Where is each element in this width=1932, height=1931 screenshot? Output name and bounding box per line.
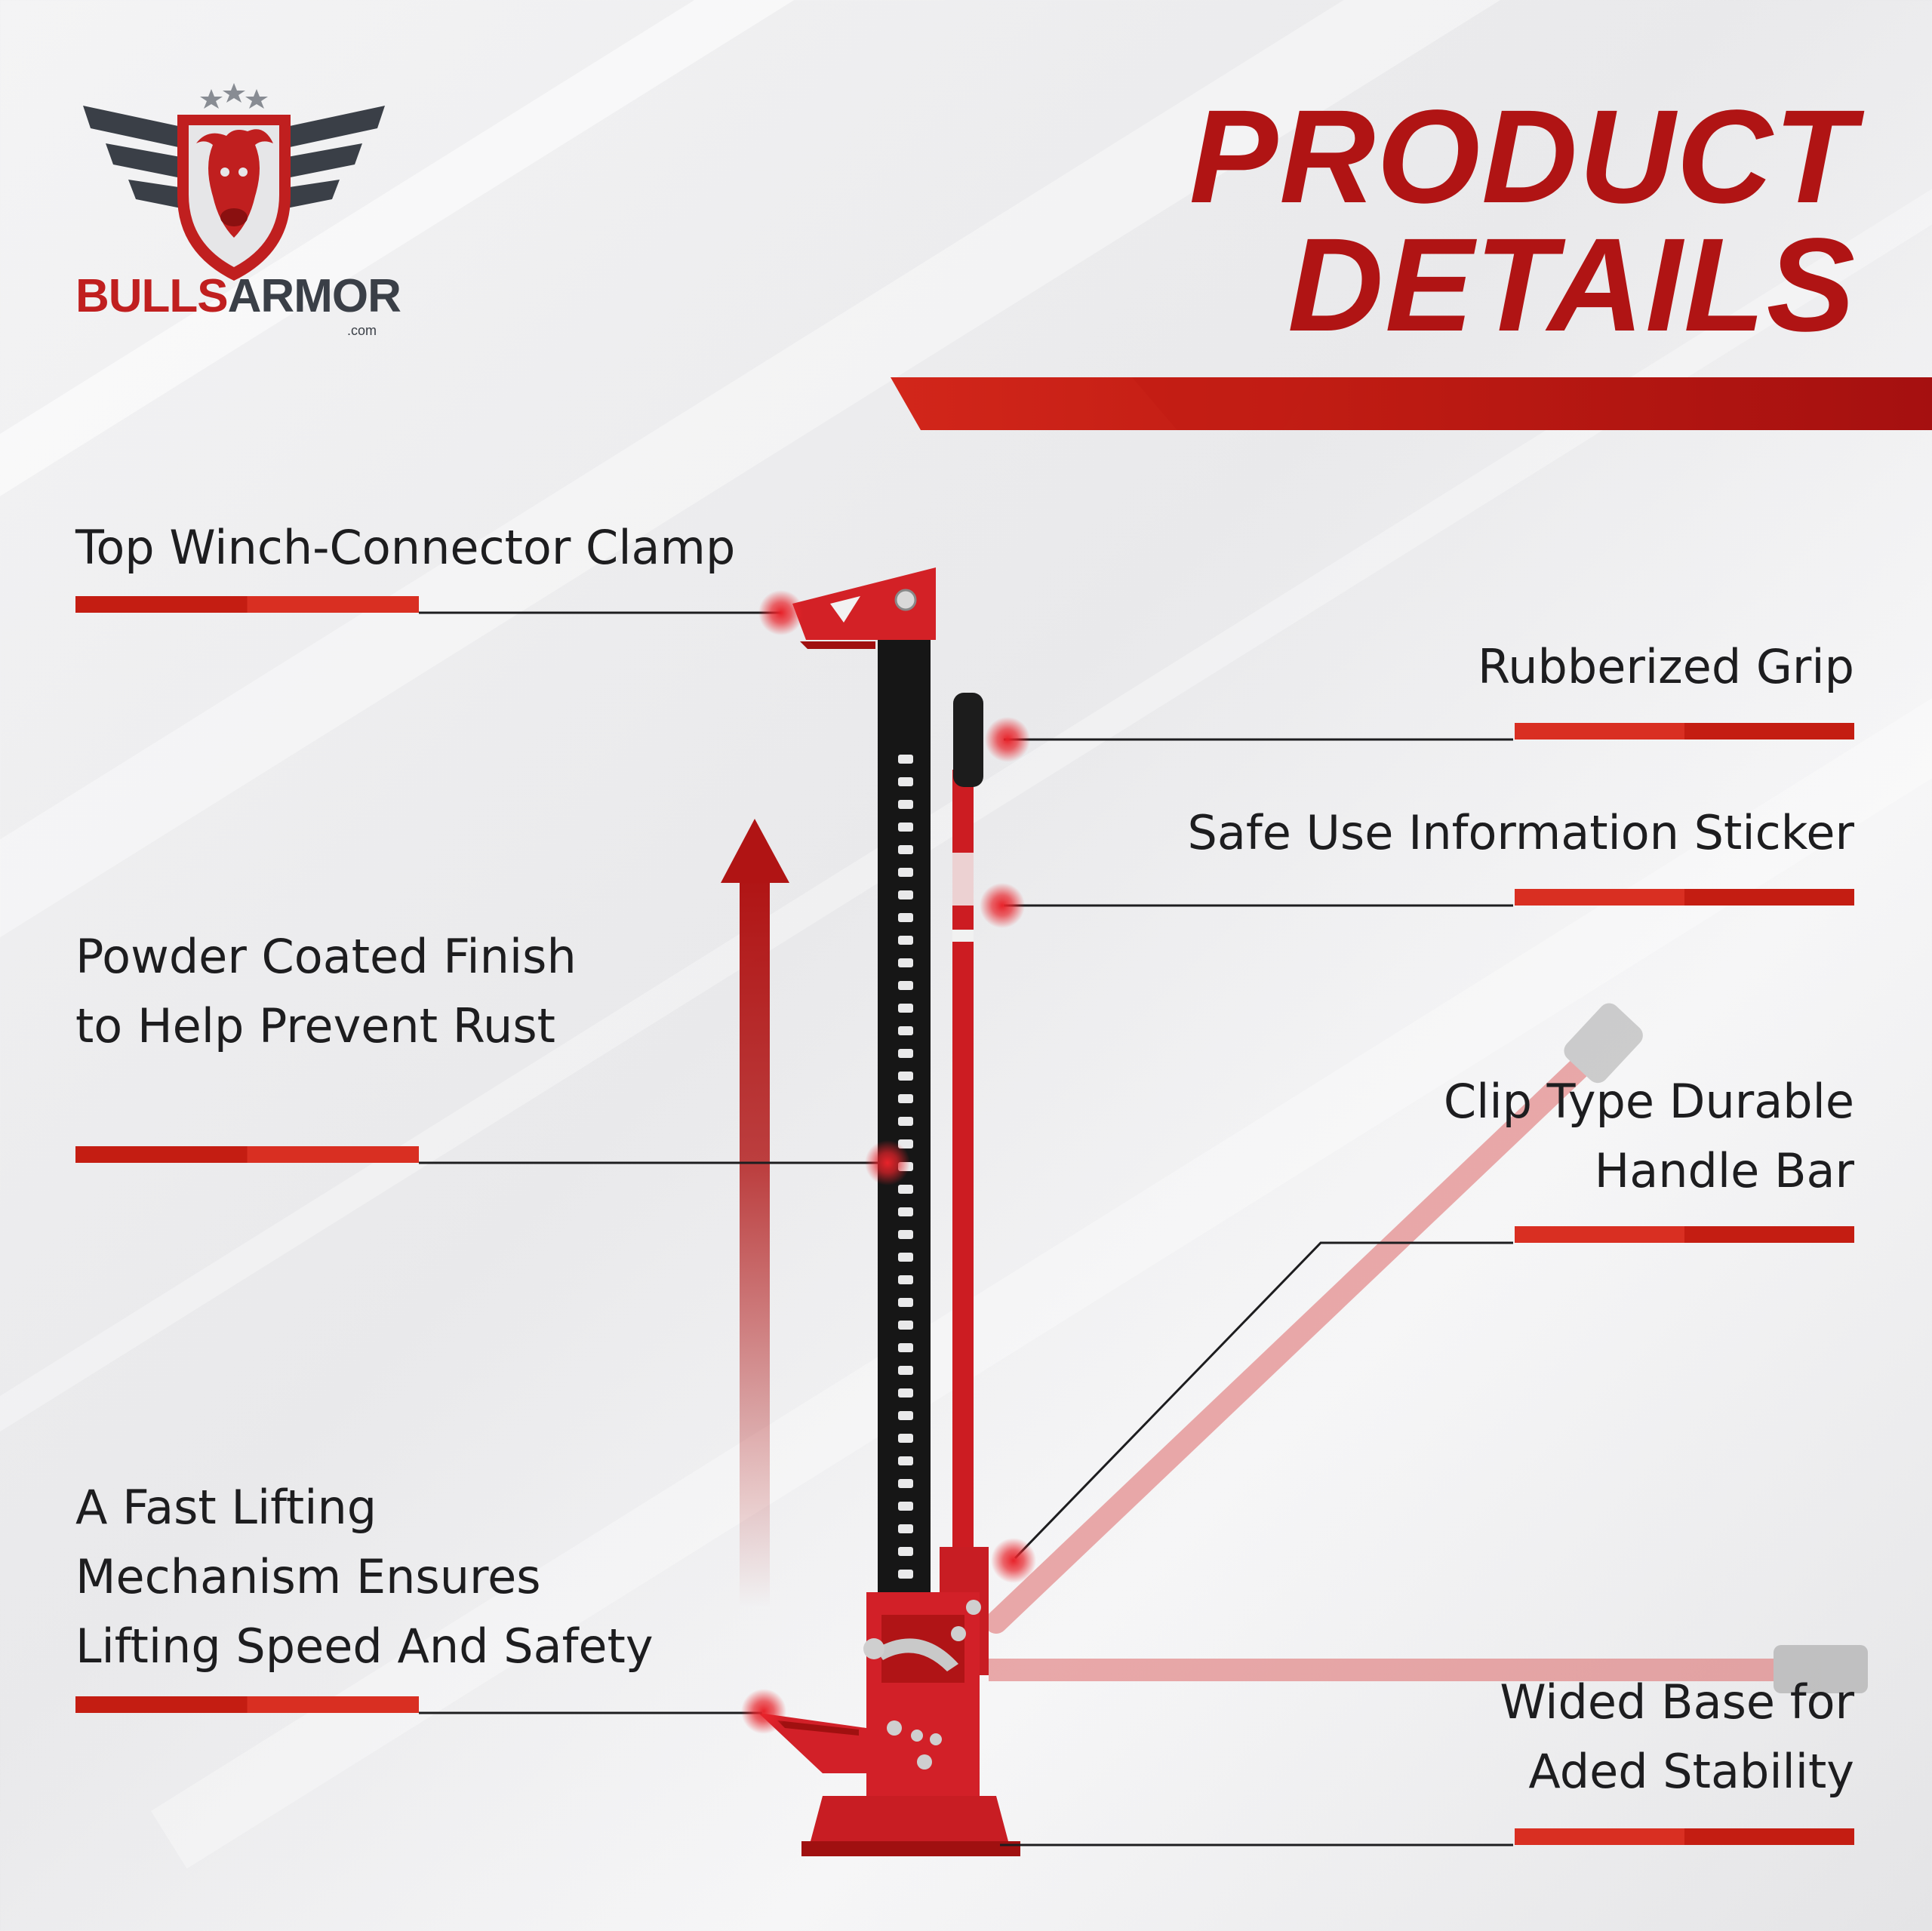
wing-left-icon — [83, 106, 189, 210]
callout-lift-line3: Lifting Speed And Safety — [75, 1619, 654, 1674]
marker-dot — [758, 590, 804, 635]
wing-right-icon — [279, 106, 385, 210]
star-icon — [200, 83, 268, 109]
marker-dot — [991, 1538, 1036, 1583]
brand-name-part1: BULLS — [75, 270, 229, 322]
callout-accent-bar — [1515, 723, 1854, 739]
page-title-line1: PRODUCT — [1189, 83, 1857, 231]
handle-ghost-horizontal — [989, 1645, 1868, 1693]
callout-accent-bar — [1515, 1828, 1854, 1845]
callout-accent-bar — [1515, 889, 1854, 906]
callout-base-line1: Wided Base for — [1500, 1674, 1854, 1730]
page-title-line2: DETAILS — [1287, 211, 1857, 359]
marker-dot — [741, 1689, 786, 1734]
callout-accent-bar — [1515, 1226, 1854, 1243]
callout-base-line2: Aded Stability — [1528, 1744, 1854, 1799]
jack-base — [758, 1713, 1020, 1856]
bull-head-icon — [196, 129, 273, 238]
callout-accent-bar — [75, 1696, 419, 1713]
brand-name-part2: ARMOR — [227, 270, 401, 322]
bullsarmor-logo — [83, 83, 385, 281]
marker-dot — [865, 1140, 910, 1185]
title-underline-bar — [891, 377, 1932, 430]
callout-handle-line1: Clip Type Durable — [1443, 1074, 1854, 1129]
callout-handle-line2: Handle Bar — [1594, 1143, 1854, 1198]
callout-lift-line1: A Fast Lifting — [75, 1480, 377, 1535]
callout-powder-line2: to Help Prevent Rust — [75, 998, 555, 1053]
callout-powder-line1: Powder Coated Finish — [75, 929, 577, 984]
lifting-mechanism — [863, 1547, 989, 1819]
marker-dot — [985, 717, 1030, 762]
leader-lines — [419, 611, 1513, 1846]
brand-domain: .com — [347, 323, 377, 338]
callout-top-clamp: Top Winch-Connector Clamp — [75, 520, 736, 575]
callout-accent-bar — [75, 596, 419, 613]
callout-accent-bar — [75, 1146, 419, 1163]
callout-lift-line2: Mechanism Ensures — [75, 1549, 541, 1604]
brand-name: BULLSARMOR — [75, 270, 401, 322]
marker-dot — [980, 883, 1025, 928]
handle-ghost-diagonal — [985, 1003, 1643, 1634]
rubber-grip — [953, 693, 983, 787]
callout-sticker: Safe Use Information Sticker — [1187, 805, 1854, 860]
callout-grip: Rubberized Grip — [1477, 639, 1854, 694]
lift-arrow-icon — [721, 819, 789, 1607]
jack-handle — [952, 693, 983, 1577]
callout-markers — [741, 590, 1036, 1734]
top-clamp — [792, 567, 936, 649]
